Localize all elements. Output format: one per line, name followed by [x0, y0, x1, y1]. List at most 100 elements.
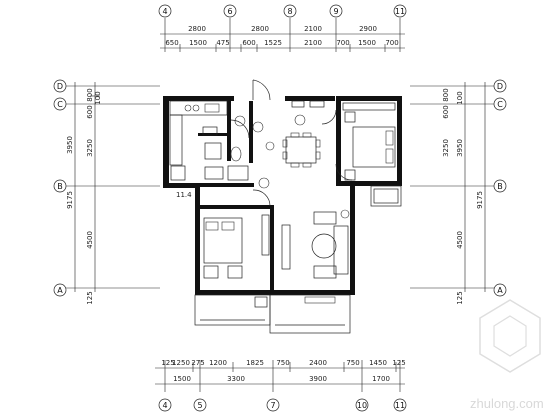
axis-label: D	[57, 82, 63, 91]
pillow	[385, 148, 394, 164]
dimension-text: 800	[86, 88, 94, 101]
dimension-text: 1825	[246, 359, 264, 367]
axis-label: 11	[395, 7, 405, 16]
plant	[234, 115, 246, 127]
dimension-text: 275	[191, 359, 204, 367]
dimension-text: 2100	[304, 39, 322, 47]
axis-bubble	[158, 4, 172, 18]
axis-bubble	[393, 398, 407, 412]
wall	[200, 205, 270, 209]
dimension-text: 3250	[442, 139, 450, 157]
axis-bubble	[493, 79, 507, 93]
bathtub	[227, 165, 249, 181]
dimension-text: 1200	[209, 359, 227, 367]
nightstand	[203, 265, 219, 279]
bed	[352, 126, 396, 168]
axis-label: C	[497, 100, 503, 109]
wall	[227, 101, 231, 161]
chair	[302, 162, 312, 168]
bay-window-sill	[373, 188, 399, 204]
entry-door-swing	[252, 79, 271, 101]
lamp	[265, 141, 275, 151]
pillow	[221, 221, 235, 231]
chair	[315, 151, 321, 160]
axis-label: 4	[162, 7, 167, 16]
axis-bubble	[193, 398, 207, 412]
axis-bubble	[283, 4, 297, 18]
dimension-text: 125	[456, 291, 464, 304]
axis-bubble	[329, 4, 343, 18]
wall	[195, 183, 200, 295]
dimension-text: 9175	[66, 191, 74, 209]
balcony-planter	[254, 296, 268, 308]
wall	[341, 96, 401, 101]
sink	[204, 103, 220, 113]
door-swing	[252, 189, 271, 207]
dimension-text: 4500	[86, 231, 94, 249]
dimension-text: 1500	[173, 375, 191, 383]
dimension-text: 100	[456, 91, 464, 104]
axis-label: 5	[197, 401, 202, 410]
watermark-logo-inner-icon	[493, 315, 527, 357]
axis-label: A	[57, 286, 63, 295]
axis-label: 4	[162, 401, 167, 410]
dimension-text: 1525	[264, 39, 282, 47]
wall	[341, 181, 401, 186]
armchair	[313, 211, 337, 225]
axis-label: B	[57, 182, 63, 191]
axis-bubble	[355, 398, 369, 412]
top-dimensions: 4 6 8 9 11 2800 2800 2100 2900 650 1500 …	[158, 4, 407, 52]
chair	[282, 139, 288, 148]
dining-table	[285, 136, 317, 164]
wall	[198, 133, 227, 136]
dimension-text: 125	[161, 359, 174, 367]
axis-label: D	[497, 82, 503, 91]
wall	[163, 96, 229, 101]
dimension-text: 475	[216, 39, 229, 47]
wall	[285, 96, 335, 101]
nightstand	[344, 169, 356, 181]
chair	[302, 132, 312, 138]
axis-label: 11	[395, 401, 405, 410]
dimension-text: 2800	[251, 25, 269, 33]
wall	[397, 96, 402, 186]
axis-bubble	[493, 283, 507, 297]
axis-bubble	[266, 398, 280, 412]
dimension-text: 3900	[309, 375, 327, 383]
dimension-text: 600	[442, 105, 450, 118]
axis-bubble	[223, 4, 237, 18]
room-note: 11.4	[176, 191, 192, 199]
watermark-text: zhulong.com	[470, 396, 544, 411]
dimension-text: 3950	[456, 139, 464, 157]
wall	[229, 96, 234, 101]
wall	[163, 96, 169, 188]
axis-label: 8	[287, 7, 292, 16]
dimension-text: 650	[165, 39, 178, 47]
dimension-text: 2900	[359, 25, 377, 33]
wall	[200, 183, 254, 187]
wall	[270, 205, 274, 291]
desk	[227, 265, 243, 279]
axis-bubble	[393, 4, 407, 18]
kitchen-counter	[169, 114, 183, 166]
axis-bubble	[53, 179, 67, 193]
dimension-text: 1250	[172, 359, 190, 367]
axis-label: 10	[357, 401, 367, 410]
shower	[204, 142, 222, 160]
shelf	[309, 100, 325, 108]
dimension-text: 3950	[66, 136, 74, 154]
left-dimensions: D C B A 800 600 3250 4500 125 100 3950 9…	[53, 79, 160, 305]
axis-bubble	[53, 79, 67, 93]
axis-label: C	[57, 100, 63, 109]
axis-bubble	[493, 97, 507, 111]
chair	[290, 162, 300, 168]
toilet	[230, 146, 242, 162]
balcony	[194, 294, 271, 326]
axis-bubble	[53, 283, 67, 297]
axis-bubble	[158, 398, 172, 412]
dimension-text: 2400	[309, 359, 327, 367]
chair	[290, 132, 300, 138]
dimension-text: 100	[94, 91, 102, 104]
